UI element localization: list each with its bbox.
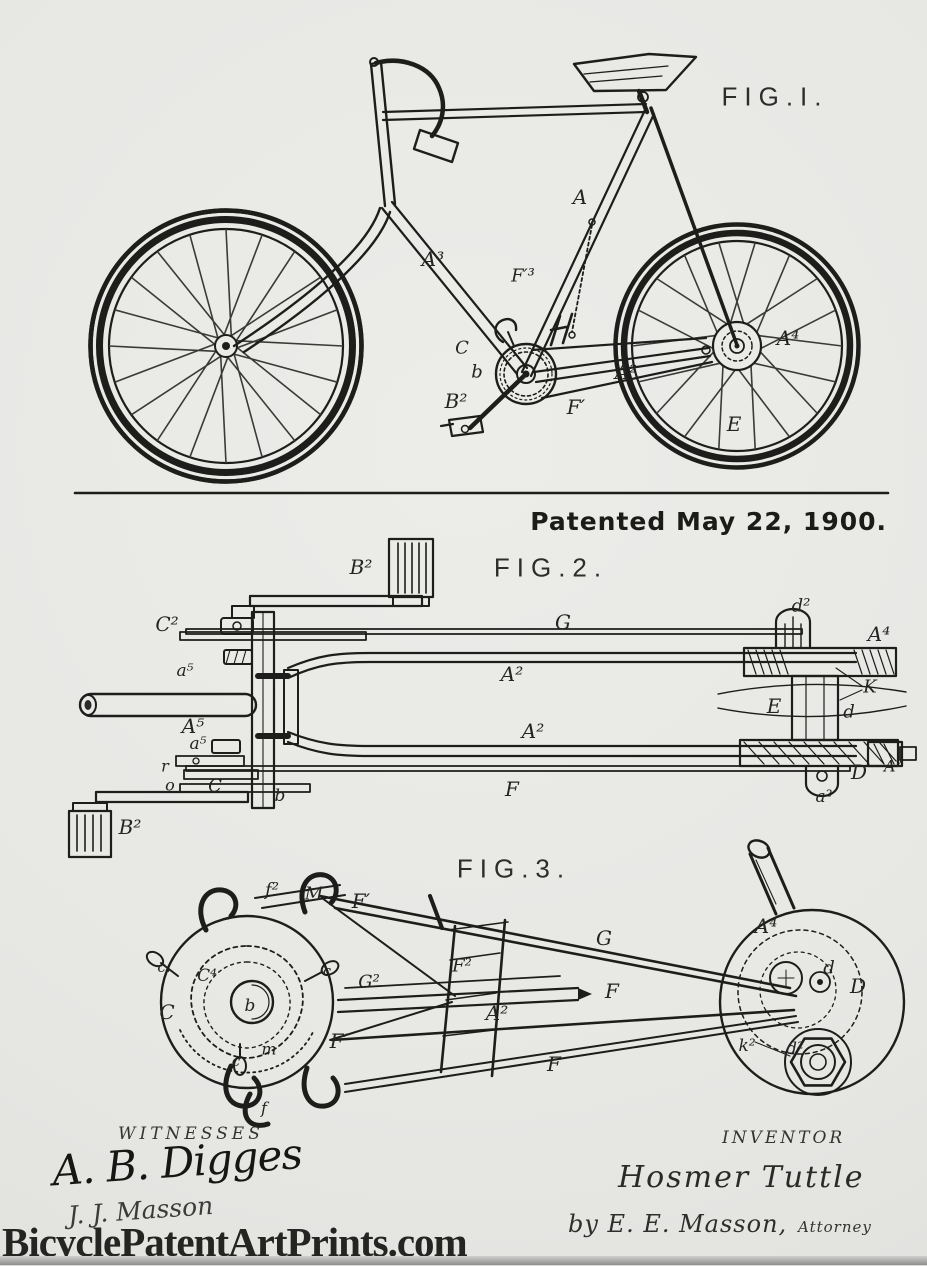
fig2-plan-view-drawing	[67, 537, 917, 859]
part-label-fig3-A: A²	[485, 1001, 509, 1025]
part-label-fig2-C: C	[208, 775, 222, 797]
part-label-fig3-f: f	[261, 1098, 267, 1118]
part-label-fig3-D: D	[849, 974, 867, 998]
part-label-fig2-D: D	[850, 760, 868, 784]
part-label-fig3-F: F′	[351, 889, 371, 913]
part-label-fig1-F: F′	[566, 395, 586, 419]
part-label-fig3-f: f²	[265, 879, 279, 901]
part-label-fig2-A: A²	[500, 662, 524, 686]
part-label-fig2-a: a²	[815, 787, 833, 807]
part-label-fig3-C: C	[159, 1000, 175, 1024]
witnesses-label: WITNESSES	[118, 1124, 264, 1144]
part-label-fig2-B: B²	[349, 555, 373, 579]
part-label-fig2-B: B²	[118, 815, 142, 839]
fig1-title: FIG.I.	[721, 81, 829, 112]
part-label-fig2-o: o	[165, 775, 175, 795]
fig2-title: FIG.2.	[493, 552, 609, 583]
part-label-fig2-G: G	[555, 610, 571, 634]
part-label-fig3-F: F	[547, 1052, 561, 1076]
part-label-fig2-r: r	[161, 756, 169, 776]
part-label-fig1-B: B²	[444, 389, 468, 413]
part-label-fig3-F: F	[605, 979, 619, 1003]
part-label-fig3-k: k²	[738, 1036, 756, 1056]
part-label-fig2-A: A⁴	[867, 622, 891, 646]
fig3-title: FIG.3.	[456, 853, 572, 884]
photo-edge-shadow	[0, 1256, 927, 1265]
part-label-fig2-a: a⁵	[176, 661, 194, 681]
part-label-fig2-d: d²	[791, 595, 811, 617]
part-label-fig1-A: A	[572, 185, 588, 209]
part-label-fig3-M: M	[304, 883, 324, 905]
part-label-fig2-a: a⁵	[189, 734, 207, 754]
part-label-fig3-m: m	[261, 1039, 277, 1059]
part-label-fig3-C: C⁴	[197, 966, 217, 986]
attorney-signature: by E. E. Masson,	[568, 1210, 788, 1238]
part-label-fig3-d: d²	[786, 1039, 804, 1059]
part-label-fig2-d: d	[843, 701, 855, 723]
part-label-fig1-C: C	[455, 337, 469, 359]
part-label-fig2-A: A²	[521, 719, 545, 743]
part-label-fig3-c: c	[231, 1052, 241, 1070]
part-label-fig1-A: A²	[614, 360, 638, 384]
fig3-detail-drawing	[145, 839, 906, 1128]
attorney-label: Attorney	[798, 1218, 872, 1236]
part-label-fig1-A: A⁴	[776, 326, 800, 350]
part-label-fig1-F: F′³	[511, 265, 535, 287]
part-label-fig2-K: K	[863, 676, 877, 698]
part-label-fig3-c: c.	[157, 958, 171, 976]
part-label-fig2-A: A⁵	[181, 714, 205, 738]
part-label-fig1-E: E	[726, 412, 742, 436]
part-label-fig2-F: F	[505, 777, 519, 801]
part-label-fig3-b: b	[244, 996, 256, 1016]
part-label-fig1-A: A³	[421, 247, 445, 271]
fig1-bicycle-drawing	[73, 52, 890, 495]
part-label-fig3-d: d	[823, 957, 835, 979]
part-label-fig3-F: F²	[452, 955, 472, 977]
part-label-fig2-A: A²	[884, 756, 902, 776]
part-label-fig3-c: c	[322, 962, 332, 980]
inventor-label: INVENTOR	[722, 1128, 846, 1148]
part-label-fig3-A: A⁴	[754, 914, 778, 938]
part-label-fig1-b: b	[471, 361, 483, 383]
part-label-fig3-F: F′	[329, 1029, 349, 1053]
patent-date: Patented May 22, 1900.	[530, 507, 887, 536]
part-label-fig2-C: C²	[155, 612, 179, 636]
part-label-fig3-G: G	[596, 926, 612, 950]
inventor-signature: Hosmer Tuttle	[618, 1160, 865, 1195]
part-label-fig3-G: G²	[358, 971, 380, 993]
part-label-fig2-b: b	[274, 786, 286, 806]
part-label-fig2-E: E	[766, 694, 782, 718]
